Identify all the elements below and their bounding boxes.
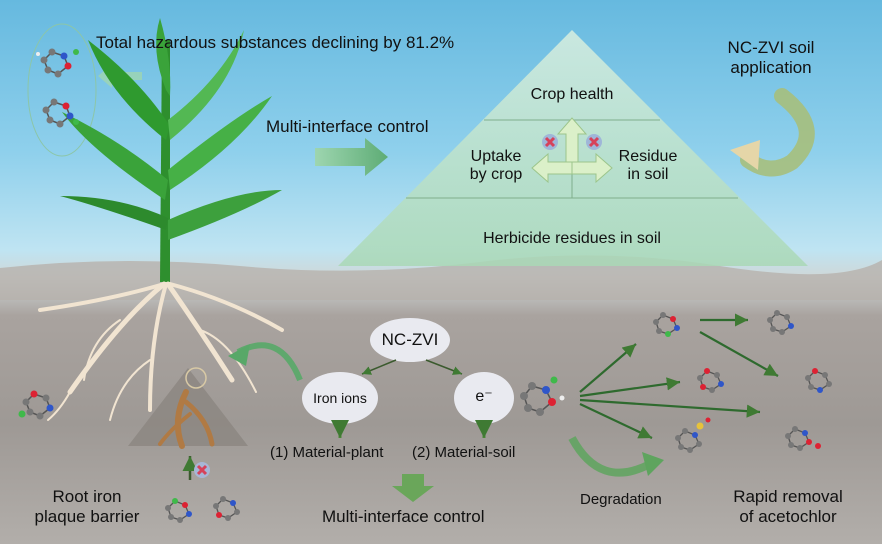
molecule-icon-left bbox=[18, 390, 54, 420]
cross-icon-root bbox=[194, 462, 210, 478]
arrow-to-pyramid bbox=[315, 138, 388, 176]
rapid-removal-line2: of acetochlor bbox=[739, 506, 837, 526]
molecule-icon-top-2 bbox=[42, 98, 79, 128]
molecule-icon-sulfonate bbox=[675, 417, 711, 453]
iron-ions-node bbox=[302, 372, 378, 424]
molecule-icon-product-4 bbox=[805, 368, 832, 393]
material-soil-label: (2) Material-soil bbox=[412, 444, 516, 461]
cross-icon-residue bbox=[586, 134, 602, 150]
electron-label: e⁻ bbox=[475, 388, 493, 405]
pyramid-uptake-line1: Uptake bbox=[470, 148, 522, 165]
root-zoom-circle bbox=[185, 367, 207, 389]
root-barrier-label: Root iron plaque barrier bbox=[24, 487, 150, 526]
application-arrow bbox=[740, 88, 815, 177]
soil-application-line2: application bbox=[730, 57, 812, 77]
pyramid-base-label: Herbicide residues in soil bbox=[483, 230, 661, 247]
pyramid-uptake-line2: by crop bbox=[469, 166, 523, 184]
soil-surface bbox=[0, 255, 882, 300]
material-plant-label: (1) Material-plant bbox=[270, 444, 384, 461]
multi-interface-top-text: Multi-interface control bbox=[266, 117, 429, 136]
rapid-removal-line1: Rapid removal bbox=[733, 487, 843, 506]
molecule-icon-product-3 bbox=[697, 368, 724, 393]
pyramid-uptake-label: Uptake by crop bbox=[456, 148, 536, 185]
pyramid-apex-label: Crop health bbox=[530, 86, 614, 103]
degradation-label: Degradation bbox=[580, 491, 662, 508]
rapid-removal-label: Rapid removal of acetochlor bbox=[720, 487, 856, 526]
pyramid-residue-line2: in soil bbox=[627, 166, 669, 184]
iron-ions-label: Iron ions bbox=[313, 390, 367, 406]
degradation-arrows bbox=[579, 313, 779, 439]
molecule-icon-product-5 bbox=[785, 426, 821, 451]
molecule-icon-top-1 bbox=[36, 48, 79, 78]
molecule-icon-root-2 bbox=[213, 496, 240, 521]
application-arrow-head bbox=[730, 140, 760, 170]
arrow-to-multi-interface bbox=[392, 474, 434, 502]
pyramid-arrows bbox=[531, 117, 613, 184]
pyramid-residue-line1: Residue bbox=[618, 148, 678, 165]
molecule-icon-product-2 bbox=[767, 310, 794, 335]
molecule-icon-root-1 bbox=[165, 498, 192, 523]
iron-plaque-root bbox=[158, 389, 215, 449]
ncvzi-label: NC-ZVI bbox=[381, 330, 439, 349]
molecule-icon-acetochlor bbox=[520, 376, 565, 416]
roots bbox=[38, 281, 284, 421]
arrow-to-ions bbox=[361, 359, 397, 375]
ncvzi-node bbox=[370, 318, 450, 362]
molecule-icon-product-1 bbox=[653, 312, 680, 337]
multi-interface-bottom-text: Multi-interface control bbox=[322, 507, 485, 526]
arrow-to-electron bbox=[425, 359, 463, 375]
electron-node bbox=[454, 372, 514, 424]
degradation-curve bbox=[568, 436, 652, 477]
pyramid-residue-label: Residue in soil bbox=[608, 148, 688, 185]
molecule-cluster-frame bbox=[27, 23, 97, 157]
corn-plant bbox=[60, 18, 282, 282]
total-decline-text: Total hazardous substances declining by … bbox=[96, 33, 455, 52]
root-barrier-line1: Root iron bbox=[52, 487, 122, 506]
root-barrier-line2: plaque barrier bbox=[34, 506, 140, 526]
soil-application-line1: NC-ZVI soil bbox=[727, 38, 815, 57]
cross-icon-uptake bbox=[542, 134, 558, 150]
soil-application-text: NC-ZVI soil application bbox=[708, 38, 834, 77]
